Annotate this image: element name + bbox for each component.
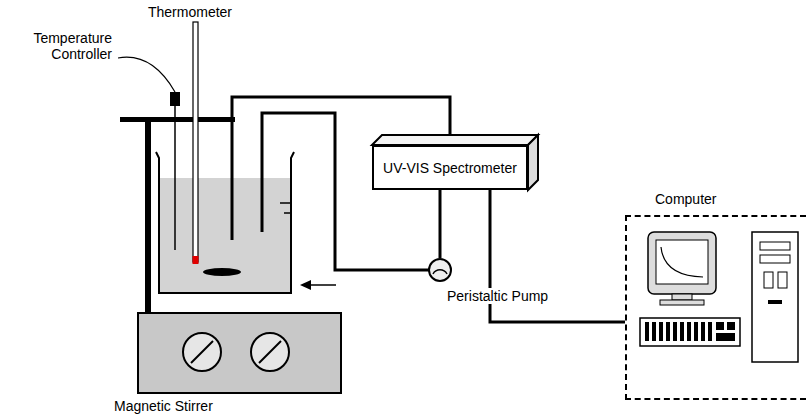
peristaltic-pump: Peristaltic Pump bbox=[428, 258, 452, 282]
thermometer-bulb bbox=[193, 256, 199, 264]
graduation-mark bbox=[284, 212, 291, 214]
stirrer-knob bbox=[183, 333, 221, 371]
flow-arrowhead bbox=[300, 280, 311, 290]
flow-arrow bbox=[310, 284, 336, 286]
spectrometer-top bbox=[372, 135, 538, 145]
tower-button bbox=[768, 300, 782, 304]
stirrer-knob bbox=[251, 333, 289, 371]
spectrometer-side bbox=[528, 135, 538, 190]
controller-label: Temperature Controller bbox=[10, 30, 112, 62]
magnetic-stirrer: Magnetic Stirrer bbox=[137, 312, 342, 394]
liquid bbox=[160, 178, 290, 292]
node-text: Magnetic Stirrer bbox=[114, 398, 213, 414]
spectrometer-box: UV-VIS Spectrometer bbox=[372, 145, 528, 190]
knob-slot bbox=[259, 341, 281, 363]
drive-slot bbox=[764, 272, 773, 288]
thermometer bbox=[193, 22, 198, 262]
drive-bay bbox=[760, 242, 790, 250]
monitor-base bbox=[660, 300, 704, 305]
node-text: Peristaltic Pump bbox=[445, 288, 550, 304]
stand-crossbar bbox=[120, 117, 235, 122]
thermometer-label: Thermometer bbox=[148, 4, 232, 20]
graduation-mark bbox=[280, 202, 291, 204]
node-text: Computer bbox=[655, 191, 716, 207]
pump-symbol bbox=[429, 259, 451, 281]
controller-probe bbox=[174, 106, 176, 250]
computer-tower bbox=[752, 232, 798, 362]
stand-rod bbox=[145, 118, 151, 312]
controller-probe-head bbox=[170, 92, 180, 106]
beaker bbox=[156, 152, 294, 293]
computer-frame: Computer bbox=[625, 215, 806, 400]
knob-slot bbox=[191, 341, 213, 363]
pump-rotor bbox=[433, 270, 447, 274]
drive-slot bbox=[778, 272, 787, 288]
screen-curve bbox=[661, 247, 703, 277]
monitor-screen bbox=[656, 240, 708, 284]
controller-wire bbox=[118, 57, 175, 92]
stirrer-body bbox=[137, 312, 342, 394]
node-text: UV-VIS Spectrometer bbox=[383, 160, 517, 176]
cable-connector bbox=[439, 190, 442, 258]
monitor bbox=[648, 232, 716, 294]
stir-bar bbox=[203, 268, 241, 276]
keyboard bbox=[640, 318, 740, 346]
drive-bay bbox=[760, 255, 790, 263]
monitor-stand bbox=[672, 294, 692, 300]
keyboard-keys bbox=[645, 322, 735, 341]
